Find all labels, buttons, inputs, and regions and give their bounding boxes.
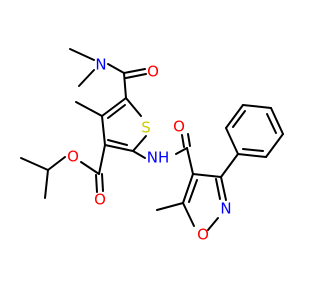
thiophene-ring	[75, 97, 147, 152]
bond-c2-c3-1	[104, 144, 134, 152]
oxygen-label-amide-linker: O	[173, 118, 185, 136]
bond-c-amide-thiophene	[123, 72, 127, 99]
bond-ch-me2	[44, 169, 49, 199]
molecule-structure: N O S O O NH O N O	[20, 48, 284, 244]
bond-c2-c3-2	[107, 139, 128, 146]
bond-o-c5-iso	[182, 202, 195, 227]
bond-ph-2	[225, 104, 244, 129]
bond-c3-n-iso-2	[215, 178, 221, 200]
amide-linker-group	[132, 133, 194, 175]
bond-c5-s	[125, 97, 142, 117]
bond-s-c2	[132, 135, 147, 152]
bond-c4-c3-iso	[192, 173, 222, 178]
bond-c-amide-o-linker-1	[181, 134, 185, 148]
oxygen-label-isoxazole: O	[197, 226, 209, 244]
bond-c-amide-isoxazole	[186, 147, 194, 175]
bond-ph-4-inner	[266, 113, 277, 134]
bond-ph-1	[225, 127, 239, 155]
bond-me2-n	[78, 69, 95, 87]
oxygen-label-amide: O	[147, 63, 159, 81]
bond-ph-3	[242, 104, 272, 109]
bond-n-o-iso	[207, 217, 219, 231]
bond-c3-c-ester	[98, 144, 106, 175]
sulfur-label: S	[141, 119, 151, 137]
bond-c-amide-o-2	[125, 73, 147, 79]
bond-ph-4	[270, 107, 284, 135]
nitrogen-label-isoxazole: N	[220, 200, 231, 218]
bond-c2-nh	[132, 150, 146, 159]
oxygen-label-ester-carbonyl: O	[94, 191, 106, 209]
bond-c3-c4	[101, 115, 106, 146]
bond-c-amide-o-linker-2	[187, 133, 191, 147]
bond-ph-6-inner	[242, 148, 264, 152]
isoxazole-ring	[156, 153, 239, 231]
bond-me1-n	[69, 48, 95, 61]
nh-label-linker: NH	[147, 149, 170, 167]
bond-c5-methyl	[156, 202, 184, 211]
bond-n-c-amide	[107, 63, 125, 74]
bond-ch-me1	[20, 157, 49, 171]
bond-c5-c4-iso-1	[182, 173, 194, 204]
bond-c4-c5-2	[107, 104, 126, 119]
bond-c-ester-o-double-2	[101, 173, 104, 192]
bond-ph-2-inner	[232, 110, 246, 128]
bond-c3-n-iso-1	[220, 176, 227, 201]
bond-c-ester-o-single	[80, 161, 100, 175]
bond-c4-c5-1	[101, 97, 127, 117]
phenyl-ring	[225, 104, 284, 158]
bond-ph-5	[265, 133, 284, 158]
bond-c5-c4-iso-2	[188, 179, 198, 203]
bond-c-ester-o-double-1	[95, 174, 98, 193]
isopropyl-ester-group	[20, 144, 106, 199]
bond-c4-methyl	[75, 101, 103, 117]
bond-o-ch	[47, 156, 66, 171]
bond-nh-c-amide	[175, 147, 188, 155]
nitrogen-label-amide: N	[95, 56, 106, 74]
bond-ph-6	[237, 153, 267, 158]
bond-c-amide-o-1	[123, 68, 146, 74]
dimethylamide-group	[69, 48, 147, 99]
bond-c3-phenyl	[220, 153, 239, 178]
oxygen-label-ester-single: O	[67, 148, 79, 166]
